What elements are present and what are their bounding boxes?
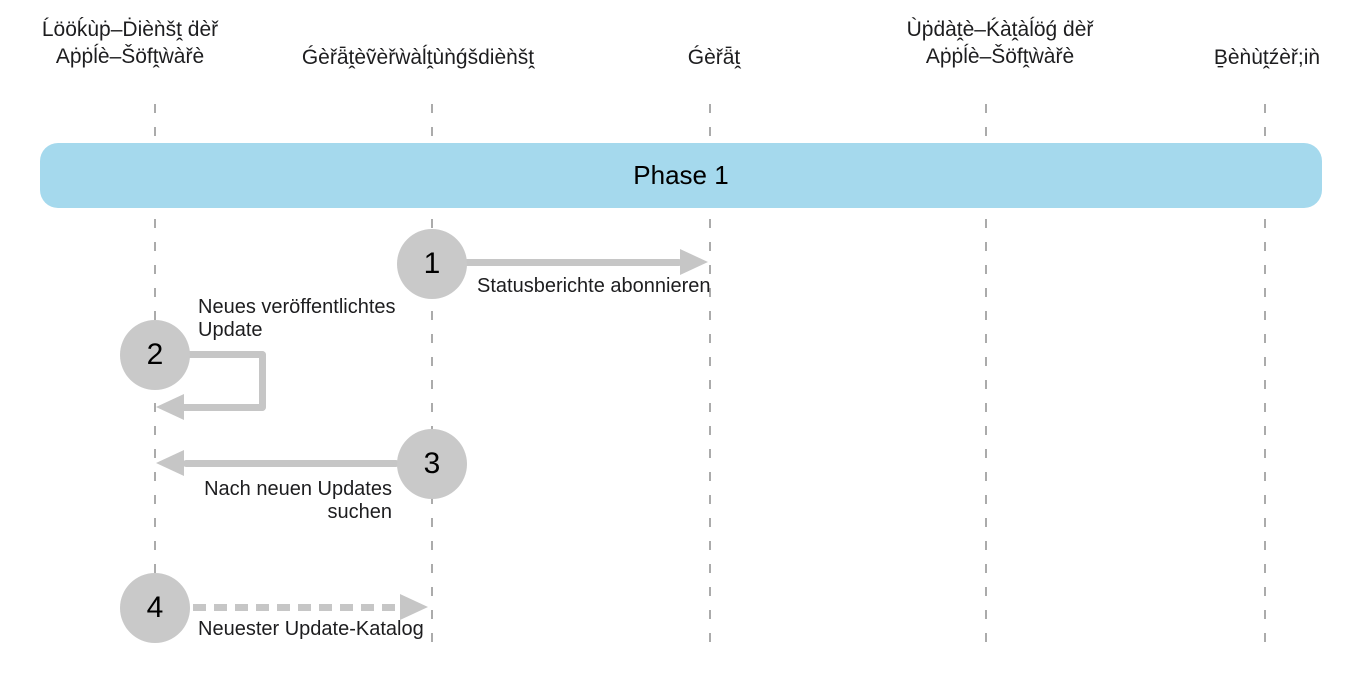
lifeline-device-management-service: [431, 104, 433, 652]
step3-number: 3: [423, 447, 441, 480]
step1-arrowhead-icon: [680, 249, 708, 275]
actor-header-device-management-service: Ǵèřǟṱèṽèřẁàĺṱùǹǵšdièǹšṱ: [301, 46, 535, 69]
lifeline-device: [709, 104, 711, 652]
step1-circle: 1: [397, 229, 467, 299]
step2-label: Neues veröffentlichtes Update: [198, 296, 396, 341]
step2-circle: 2: [120, 320, 190, 390]
step3-circle: 3: [397, 429, 467, 499]
step4-label: Neuester Update-Katalog: [198, 618, 424, 640]
step1-number: 1: [423, 247, 441, 280]
step3-label: Nach neuen Updates suchen: [204, 478, 392, 523]
step1-label: Statusberichte abonnieren: [477, 275, 711, 297]
lifeline-update-catalog: [985, 104, 987, 652]
step4-circle: 4: [120, 573, 190, 643]
step3-arrowhead-icon: [156, 450, 184, 476]
step1-arrow-line: [460, 259, 682, 266]
actor-header-lookup-service: Ĺööḱùṗ–Ḋièǹšṱ ḋèř Aṗṗĺè–Šöfṱẁàřè: [41, 18, 219, 68]
step2-arrowhead-icon: [156, 394, 184, 420]
step4-arrow-line: [193, 604, 403, 611]
step2-self-loop-arrow: [180, 351, 266, 411]
actor-header-device: Ǵèřǟṱ: [687, 46, 741, 69]
lifeline-user: [1264, 104, 1266, 652]
step2-number: 2: [146, 338, 164, 371]
phase-label: Phase 1: [633, 160, 729, 190]
step4-arrowhead-icon: [400, 594, 428, 620]
phase-banner: Phase 1: [40, 143, 1322, 208]
actor-header-update-catalog: Ùṗḋàṱè–Ḱàṱàĺöǵ ḋèř Aṗṗĺè–Šöfṱẁàřè: [906, 18, 1094, 68]
step3-arrow-line: [183, 460, 399, 467]
step4-number: 4: [146, 591, 164, 624]
actor-header-user: Ḇèǹùṱźèř;iǹ: [1213, 46, 1321, 69]
